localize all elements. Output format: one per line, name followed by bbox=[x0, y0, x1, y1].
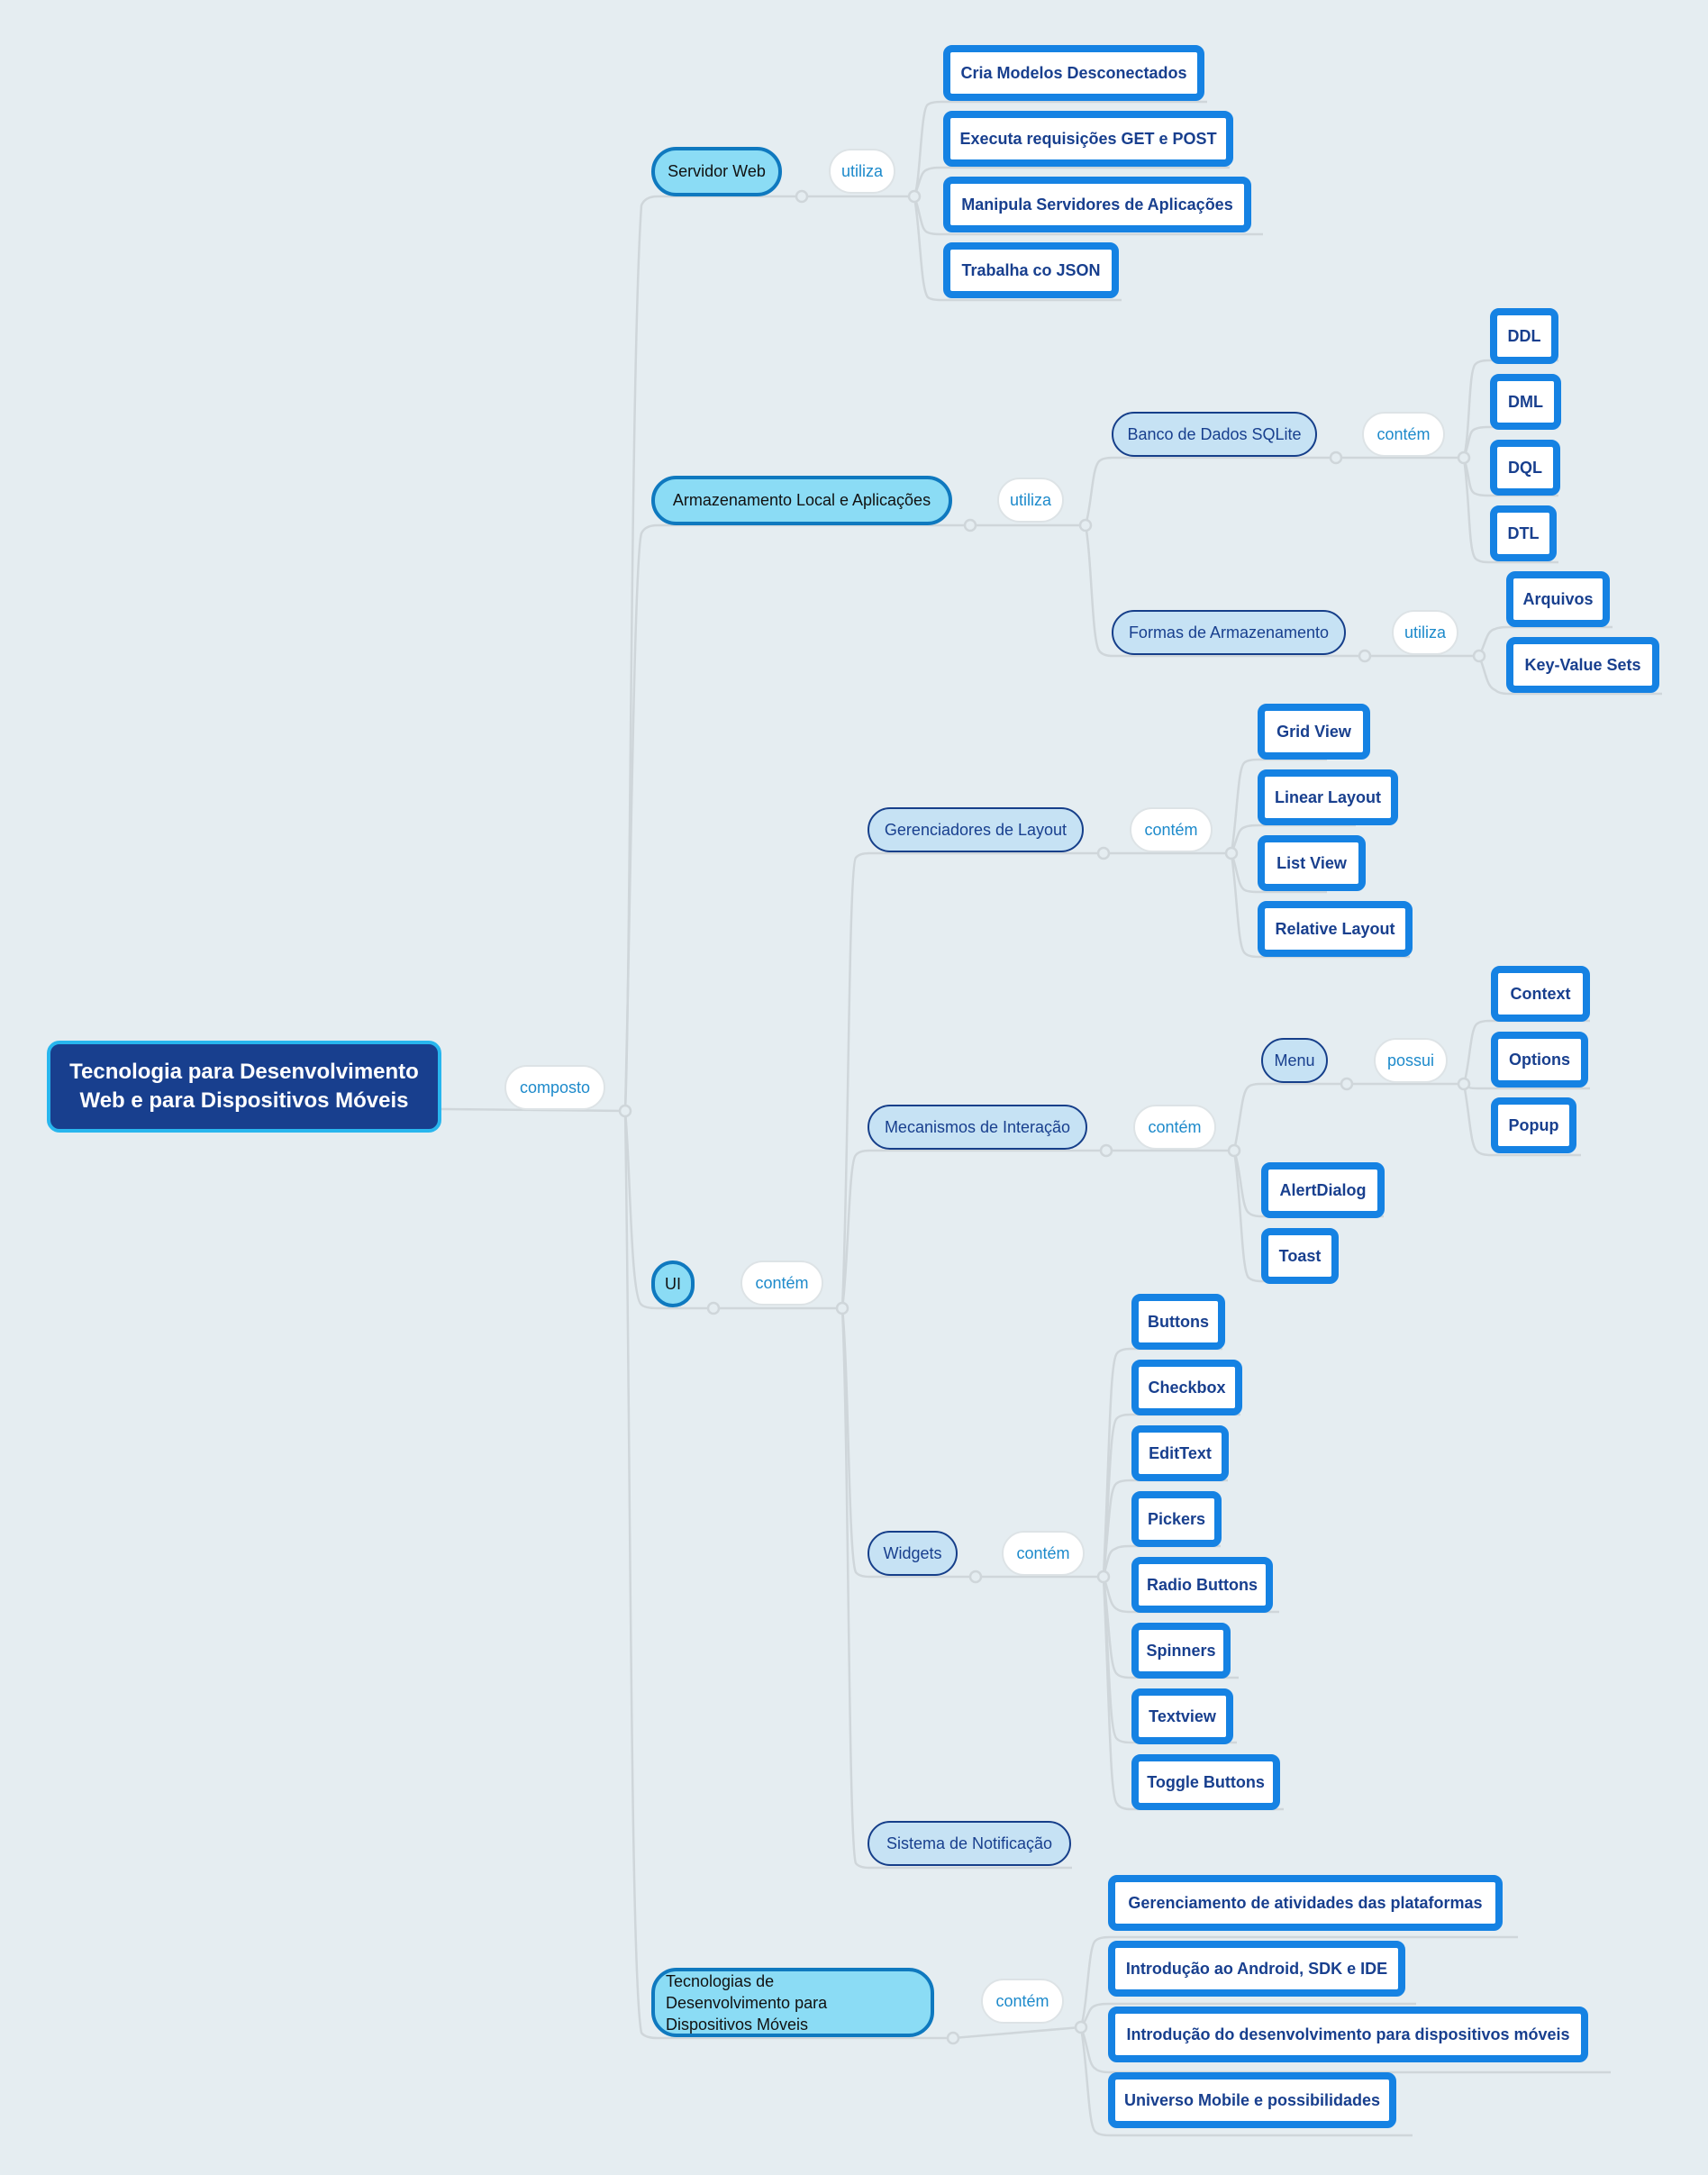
topic-alertdialog[interactable]: AlertDialog bbox=[1261, 1162, 1385, 1218]
topic-context[interactable]: Context bbox=[1491, 966, 1590, 1022]
relation-label-contem[interactable]: contém bbox=[740, 1260, 823, 1306]
root-node-label: Tecnologia para Desenvolvimento Web e pa… bbox=[69, 1060, 419, 1113]
topic-spinners[interactable]: Spinners bbox=[1131, 1623, 1231, 1679]
relation-label-contem[interactable]: contém bbox=[1002, 1531, 1085, 1576]
topic-buttons[interactable]: Buttons bbox=[1131, 1294, 1225, 1350]
relation-label-utiliza[interactable]: utiliza bbox=[829, 149, 895, 194]
topic-edittext[interactable]: EditText bbox=[1131, 1425, 1229, 1481]
topic-pickers[interactable]: Pickers bbox=[1131, 1491, 1222, 1547]
topic-textview[interactable]: Textview bbox=[1131, 1688, 1233, 1744]
subtopic-mecanismos-de-interacao[interactable]: Mecanismos de Interação bbox=[868, 1105, 1087, 1150]
topic-ddl[interactable]: DDL bbox=[1490, 308, 1558, 364]
subtopic-widgets[interactable]: Widgets bbox=[868, 1531, 958, 1576]
topic-linear-layout[interactable]: Linear Layout bbox=[1258, 769, 1398, 825]
topic-manipula-servidores[interactable]: Manipula Servidores de Aplicações bbox=[943, 177, 1251, 232]
topic-checkbox[interactable]: Checkbox bbox=[1131, 1360, 1242, 1415]
subtopic-gerenciadores-de-layout[interactable]: Gerenciadores de Layout bbox=[868, 807, 1084, 852]
topic-popup[interactable]: Popup bbox=[1491, 1097, 1576, 1153]
topic-relative-layout[interactable]: Relative Layout bbox=[1258, 901, 1413, 957]
relation-label-contem[interactable]: contém bbox=[1130, 807, 1213, 852]
topic-arquivos[interactable]: Arquivos bbox=[1506, 571, 1610, 627]
branch-tecnologias-mobile[interactable]: Tecnologias de Desenvolvimento para Disp… bbox=[651, 1968, 934, 2037]
topic-executa-requisicoes[interactable]: Executa requisições GET e POST bbox=[943, 111, 1233, 167]
topic-key-value-sets[interactable]: Key-Value Sets bbox=[1506, 637, 1659, 693]
relation-label-contem[interactable]: contém bbox=[981, 1979, 1064, 2024]
subtopic-banco-de-dados-sqlite[interactable]: Banco de Dados SQLite bbox=[1112, 412, 1317, 457]
topic-introducao-desenvolvimento-moveis[interactable]: Introdução do desenvolvimento para dispo… bbox=[1108, 2007, 1588, 2062]
topic-universo-mobile[interactable]: Universo Mobile e possibilidades bbox=[1108, 2072, 1396, 2128]
topic-trabalha-co-json[interactable]: Trabalha co JSON bbox=[943, 242, 1119, 298]
subtopic-sistema-de-notificacao[interactable]: Sistema de Notificação bbox=[868, 1821, 1071, 1866]
subtopic-menu[interactable]: Menu bbox=[1261, 1038, 1328, 1083]
topic-dql[interactable]: DQL bbox=[1490, 440, 1560, 496]
topic-grid-view[interactable]: Grid View bbox=[1258, 704, 1370, 760]
topic-introducao-ao-android[interactable]: Introdução ao Android, SDK e IDE bbox=[1108, 1941, 1405, 1997]
root-node[interactable]: Tecnologia para Desenvolvimento Web e pa… bbox=[47, 1041, 441, 1133]
relation-label-utiliza[interactable]: utiliza bbox=[1392, 610, 1458, 655]
topic-toast[interactable]: Toast bbox=[1261, 1228, 1339, 1284]
relation-label-possui[interactable]: possui bbox=[1374, 1038, 1448, 1083]
topic-cria-modelos-desconectados[interactable]: Cria Modelos Desconectados bbox=[943, 45, 1204, 101]
relation-label-contem[interactable]: contém bbox=[1133, 1105, 1216, 1150]
branch-servidor-web[interactable]: Servidor Web bbox=[651, 147, 782, 196]
branch-ui[interactable]: UI bbox=[651, 1260, 695, 1307]
relation-label-contem[interactable]: contém bbox=[1362, 412, 1445, 457]
topic-list-view[interactable]: List View bbox=[1258, 835, 1366, 891]
subtopic-formas-de-armazenamento[interactable]: Formas de Armazenamento bbox=[1112, 610, 1346, 655]
topic-options[interactable]: Options bbox=[1491, 1032, 1588, 1088]
relation-label-composto[interactable]: composto bbox=[504, 1065, 605, 1110]
topic-gerenciamento-de-atividades[interactable]: Gerenciamento de atividades das platafor… bbox=[1108, 1875, 1503, 1931]
relation-label-utiliza[interactable]: utiliza bbox=[997, 478, 1064, 523]
topic-dtl[interactable]: DTL bbox=[1490, 505, 1557, 561]
topic-dml[interactable]: DML bbox=[1490, 374, 1561, 430]
topic-toggle-buttons[interactable]: Toggle Buttons bbox=[1131, 1754, 1280, 1810]
topic-radio-buttons[interactable]: Radio Buttons bbox=[1131, 1557, 1273, 1613]
branch-armazenamento-local[interactable]: Armazenamento Local e Aplicações bbox=[651, 476, 952, 525]
